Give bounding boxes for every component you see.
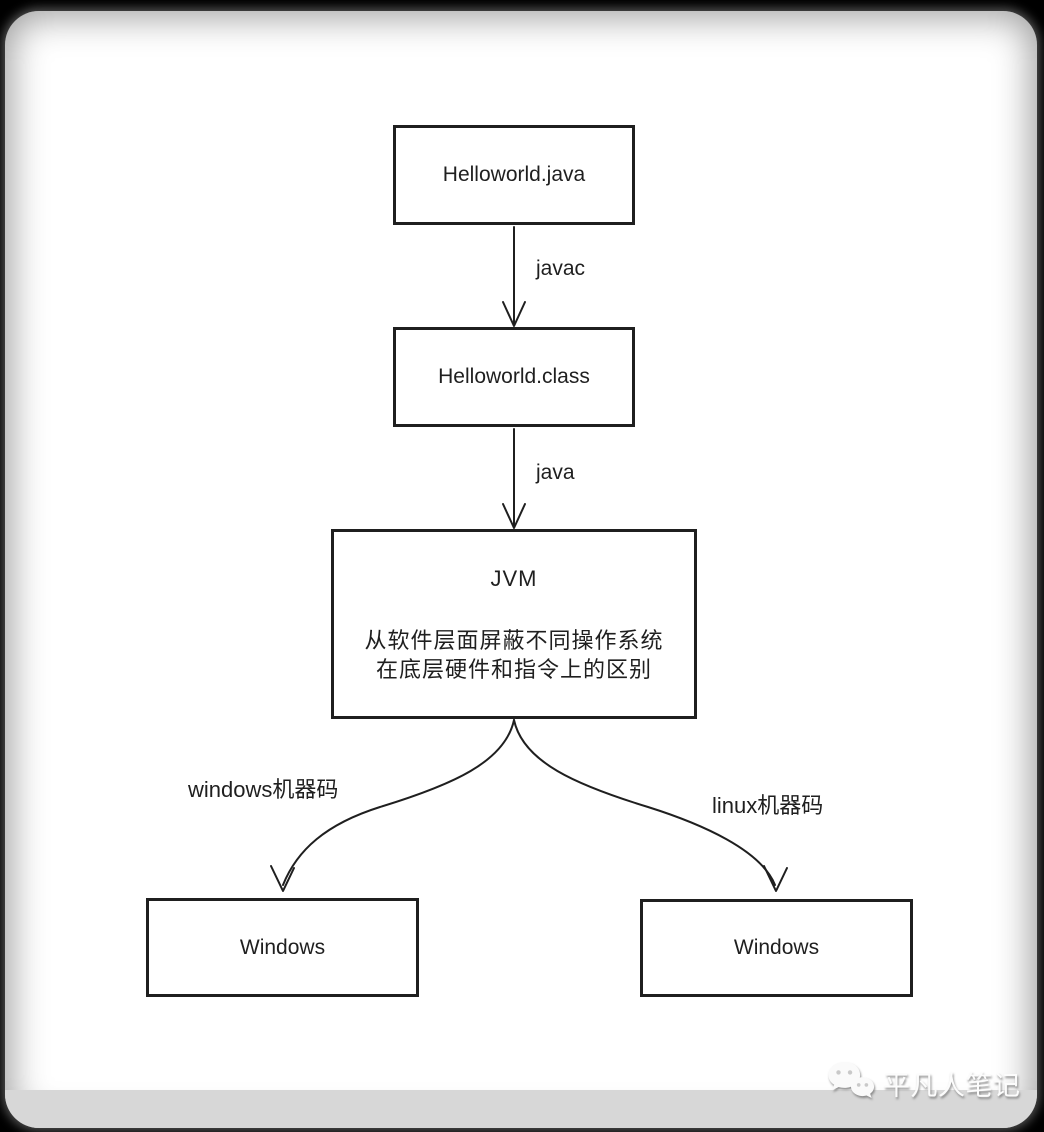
watermark: 平凡人笔记: [826, 1056, 1021, 1110]
node-helloworld-class: Helloworld.class: [393, 327, 635, 427]
node-label: Windows: [733, 936, 820, 959]
jvm-title: JVM: [490, 566, 538, 591]
node-label: Helloworld.java: [442, 163, 586, 186]
edge-compile-arrowhead: [502, 301, 526, 327]
edge-label-javac: javac: [536, 257, 586, 280]
edge-right-branch-line: [513, 719, 776, 886]
node-jvm: JVM 从软件层面屏蔽不同操作系统 在底层硬件和指令上的区别: [331, 529, 697, 719]
arrow-layer: [270, 226, 788, 892]
node-windows-left: Windows: [146, 898, 419, 997]
node-windows-right: Windows: [640, 899, 913, 997]
jvm-desc-line: 从软件层面屏蔽不同操作系统: [364, 628, 664, 653]
watermark-text: 平凡人笔记: [883, 1070, 1021, 1101]
node-helloworld-java: Helloworld.java: [393, 125, 635, 225]
edge-left-branch-line: [282, 719, 515, 886]
edge-label-linux-machine-code: linux机器码: [712, 793, 824, 818]
jvm-desc-line: 在底层硬件和指令上的区别: [375, 657, 652, 682]
footer-band: [5, 1090, 1037, 1128]
node-label: Helloworld.class: [438, 365, 590, 388]
jvm-description: 从软件层面屏蔽不同操作系统 在底层硬件和指令上的区别: [364, 626, 663, 684]
edge-label-java: java: [536, 461, 575, 484]
node-label: Windows: [239, 935, 326, 959]
screenshot-card: Helloworld.java Helloworld.class JVM 从软件…: [5, 11, 1037, 1128]
wechat-icon: [828, 1061, 875, 1098]
edge-left-branch-arrowhead: [270, 865, 295, 892]
edge-right-branch-arrowhead: [763, 865, 788, 892]
edge-label-windows-machine-code: windows机器码: [188, 777, 339, 802]
edge-run-arrowhead: [502, 503, 526, 529]
diagram-canvas: Helloworld.java Helloworld.class JVM 从软件…: [5, 11, 1037, 1128]
